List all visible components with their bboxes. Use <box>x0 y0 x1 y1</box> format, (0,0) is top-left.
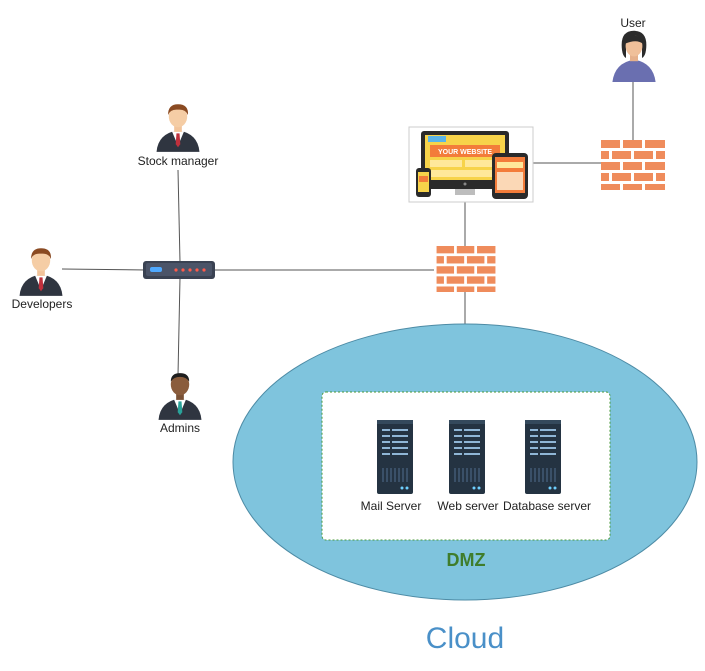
database-server-label: Database server <box>503 499 591 513</box>
admins-avatar-icon <box>158 373 202 420</box>
router-icon <box>143 261 215 279</box>
web-server-label: Web server <box>437 499 498 513</box>
stock-manager-label: Stock manager <box>138 154 219 168</box>
connection-lines <box>61 78 634 392</box>
stock-manager-avatar-icon <box>156 104 200 152</box>
firewall-icon <box>436 246 496 292</box>
developers-avatar-icon <box>19 248 63 296</box>
web-server-icon <box>449 420 485 494</box>
mail-server-label: Mail Server <box>361 499 422 513</box>
firewall-icon <box>601 140 665 190</box>
user-label: User <box>620 16 645 30</box>
mail-server-icon <box>377 420 413 494</box>
website-banner: YOUR WEBSITE <box>438 149 492 156</box>
dmz-label: DMZ <box>447 550 486 570</box>
database-server-icon <box>525 420 561 494</box>
user-avatar-icon <box>612 30 656 82</box>
developers-label: Developers <box>12 297 73 311</box>
admins-label: Admins <box>160 421 200 435</box>
website-devices-icon: YOUR WEBSITE <box>408 126 534 203</box>
cloud-label: Cloud <box>426 622 504 655</box>
